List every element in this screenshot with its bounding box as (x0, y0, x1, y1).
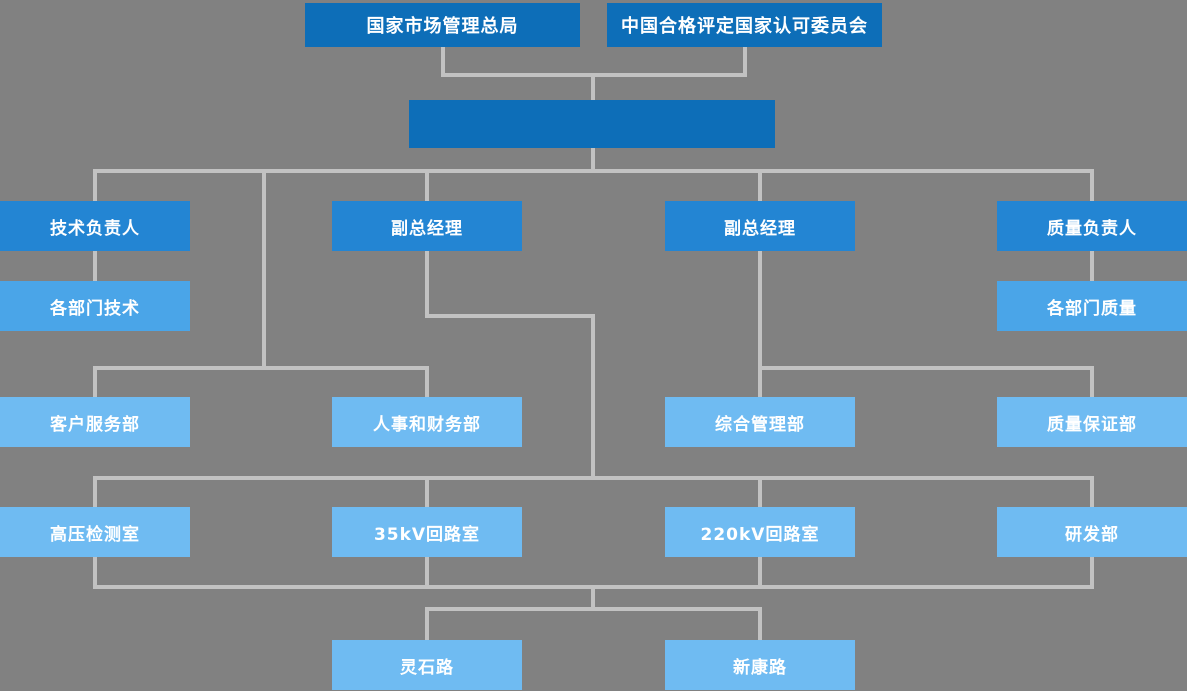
node-xinkang-road-site: 新康路 (665, 640, 855, 690)
connector-line (425, 607, 762, 611)
connector-line (93, 476, 97, 507)
node-quality-assurance-dept: 质量保证部 (997, 397, 1187, 447)
node-general-manager (409, 100, 775, 148)
connector-line (93, 557, 97, 589)
node-lingshi-road-site: 灵石路 (332, 640, 522, 690)
connector-line (93, 366, 429, 370)
connector-line (591, 148, 595, 173)
connector-line (425, 557, 429, 589)
connector-line (1090, 251, 1094, 281)
node-cnas-committee: 中国合格评定国家认可委员会 (607, 3, 882, 47)
connector-line (1090, 169, 1094, 201)
connector-line (758, 366, 1094, 370)
connector-line (93, 366, 97, 397)
node-35kv-loop-room: 35kV回路室 (332, 507, 522, 557)
node-hr-finance-dept: 人事和财务部 (332, 397, 522, 447)
node-220kv-loop-room: 220kV回路室 (665, 507, 855, 557)
connector-line (425, 366, 429, 397)
connector-line (758, 366, 762, 397)
node-hv-test-room: 高压检测室 (0, 507, 190, 557)
connector-line (591, 585, 595, 611)
node-customer-service-dept: 客户服务部 (0, 397, 190, 447)
connector-line (1090, 366, 1094, 397)
connector-line (425, 169, 429, 201)
node-technical-director: 技术负责人 (0, 201, 190, 251)
connector-line (758, 557, 762, 589)
connector-line (425, 251, 429, 318)
connector-line (93, 169, 1094, 173)
connector-line (1090, 476, 1094, 507)
connector-line (425, 476, 429, 507)
node-deputy-gm-2: 副总经理 (665, 201, 855, 251)
connector-line (441, 47, 445, 77)
node-dept-quality-staff: 各部门质量 (997, 281, 1187, 331)
connector-line (262, 169, 266, 370)
node-rd-dept: 研发部 (997, 507, 1187, 557)
connector-line (591, 314, 595, 480)
connector-line (425, 607, 429, 640)
connector-line (1090, 557, 1094, 589)
connector-line (758, 251, 762, 370)
node-dept-technical-staff: 各部门技术 (0, 281, 190, 331)
node-deputy-gm-1: 副总经理 (332, 201, 522, 251)
connector-line (425, 314, 595, 318)
connector-line (93, 251, 97, 281)
connector-line (743, 47, 747, 77)
connector-line (758, 607, 762, 640)
node-general-admin-dept: 综合管理部 (665, 397, 855, 447)
connector-line (758, 169, 762, 201)
connector-line (93, 476, 1094, 480)
connector-line (93, 169, 97, 201)
node-national-market-admin: 国家市场管理总局 (305, 3, 580, 47)
node-quality-director: 质量负责人 (997, 201, 1187, 251)
connector-line (758, 476, 762, 507)
connector-line (591, 73, 595, 100)
